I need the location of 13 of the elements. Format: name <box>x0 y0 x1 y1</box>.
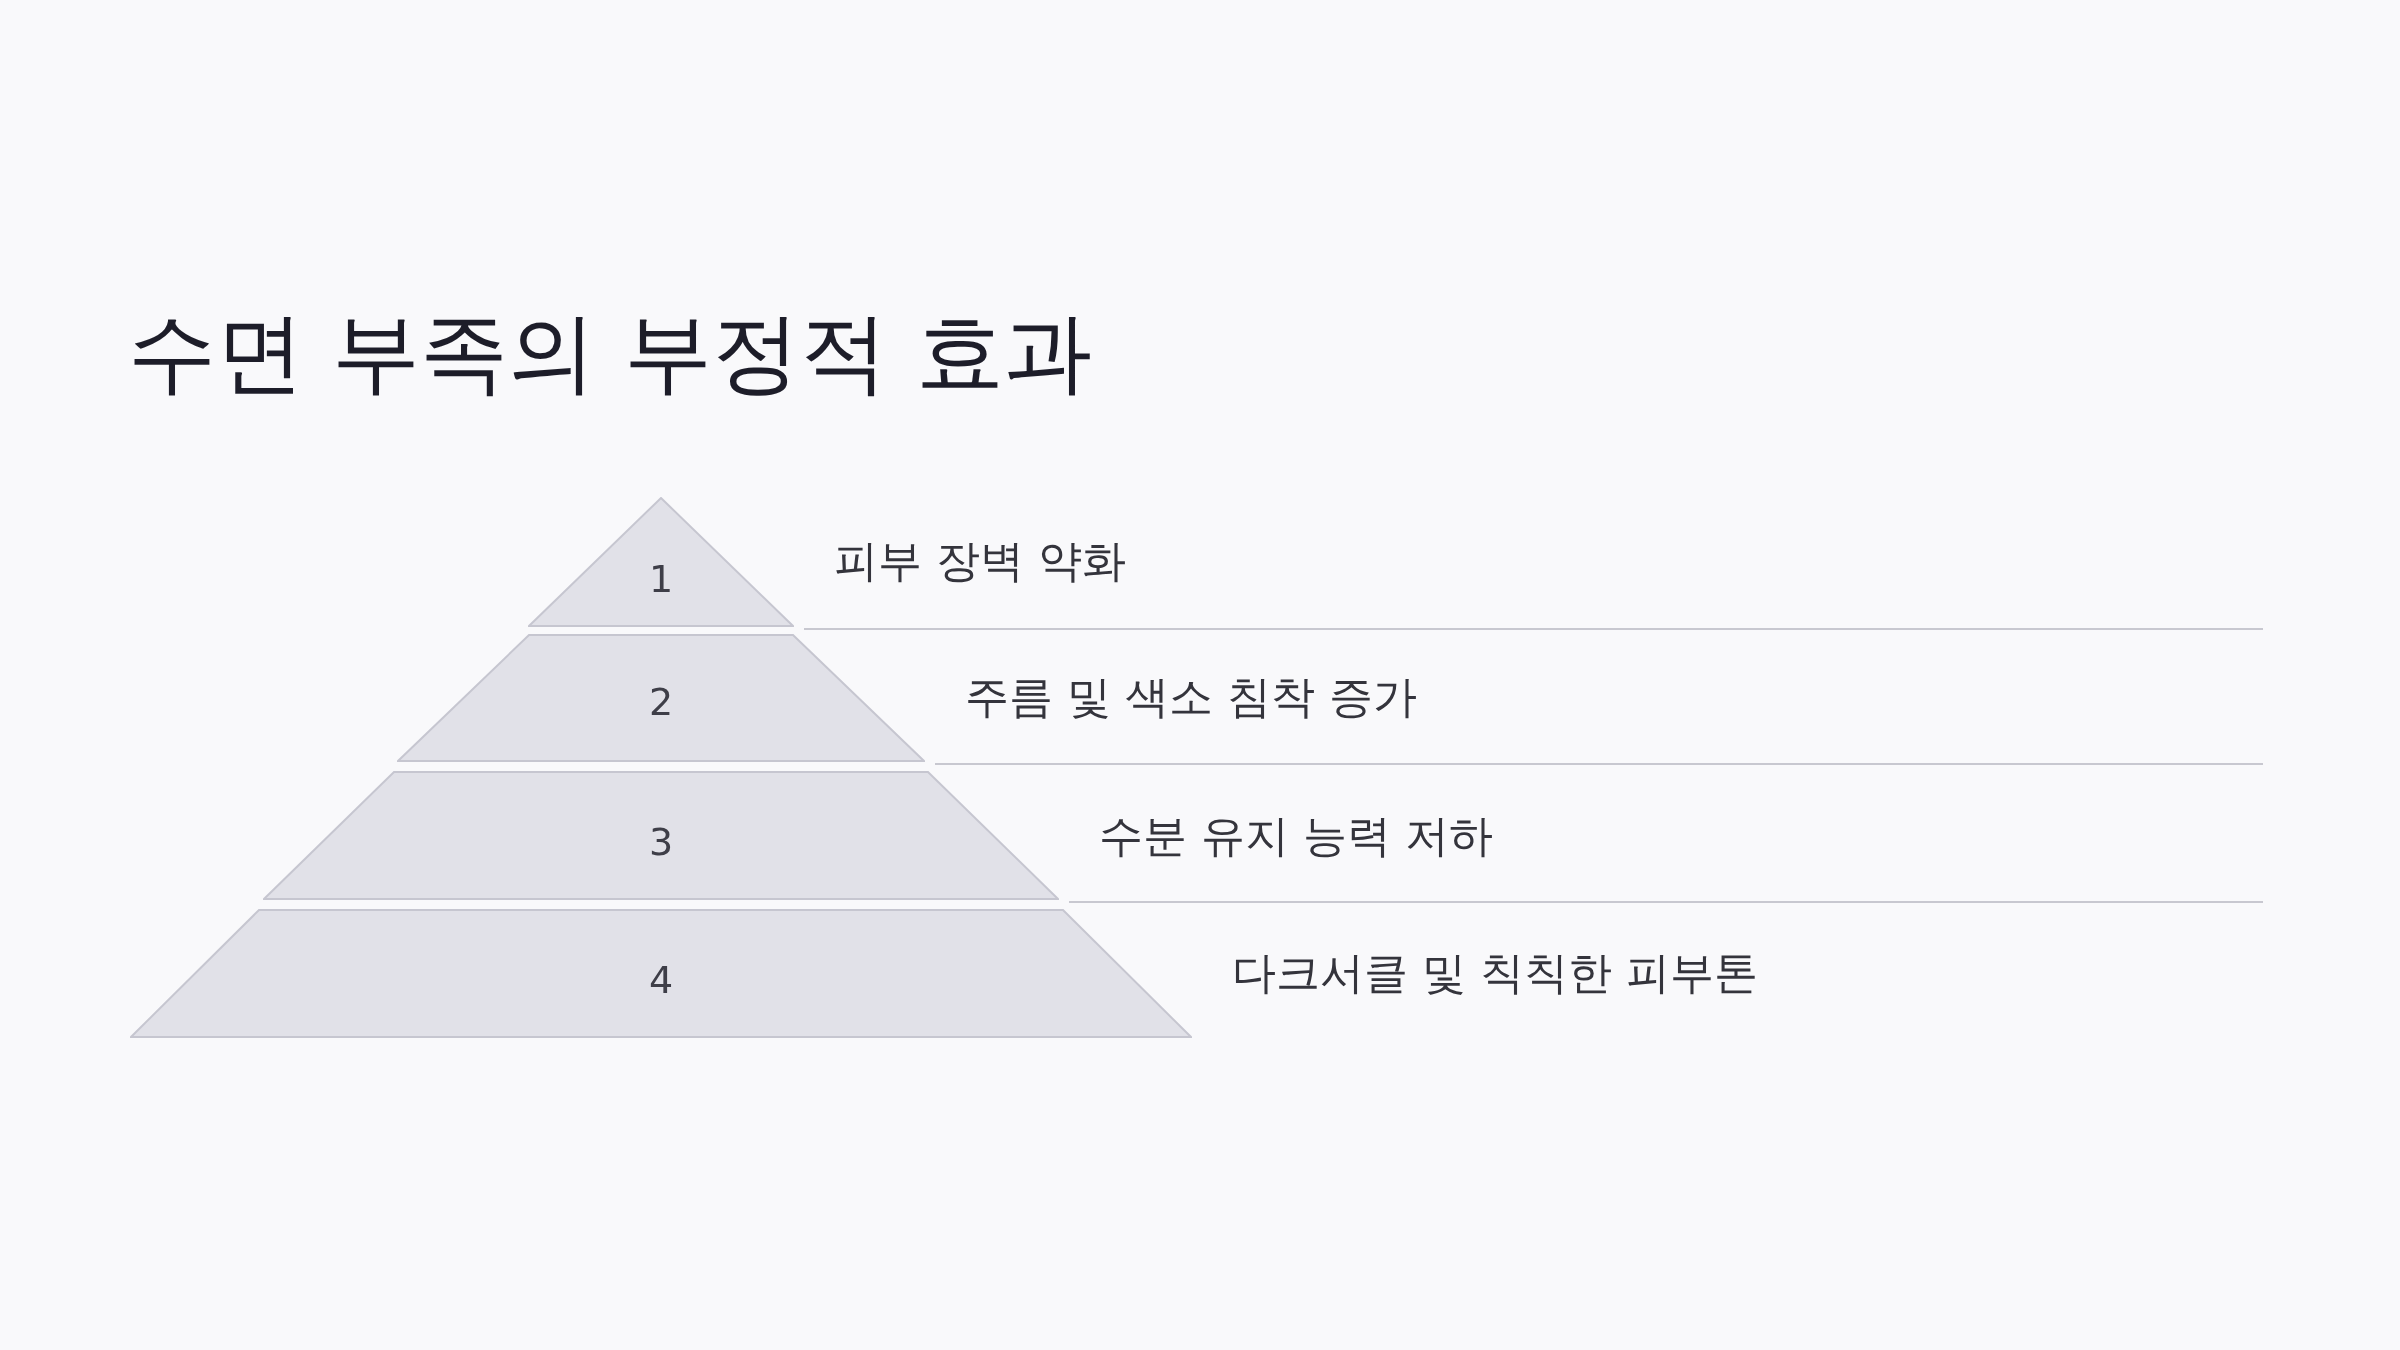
pyramid-layer <box>263 771 1059 900</box>
layer-description: 다크서클 및 칙칙한 피부톤 <box>1232 946 1758 1000</box>
layer-number: 4 <box>648 960 674 1002</box>
layer-number: 2 <box>648 682 674 724</box>
layer-description: 피부 장벽 약화 <box>834 534 1126 588</box>
layer-number: 1 <box>648 559 674 601</box>
title: 수면 부족의 부정적 효과 <box>128 300 1092 406</box>
pyramid-layer <box>130 909 1192 1038</box>
layer-description: 주름 및 색소 침착 증가 <box>965 670 1417 724</box>
pyramid-layer <box>528 497 794 627</box>
layer-description: 수분 유지 능력 저하 <box>1099 809 1493 863</box>
layer-number: 3 <box>648 822 674 864</box>
pyramid-layer <box>397 634 925 762</box>
